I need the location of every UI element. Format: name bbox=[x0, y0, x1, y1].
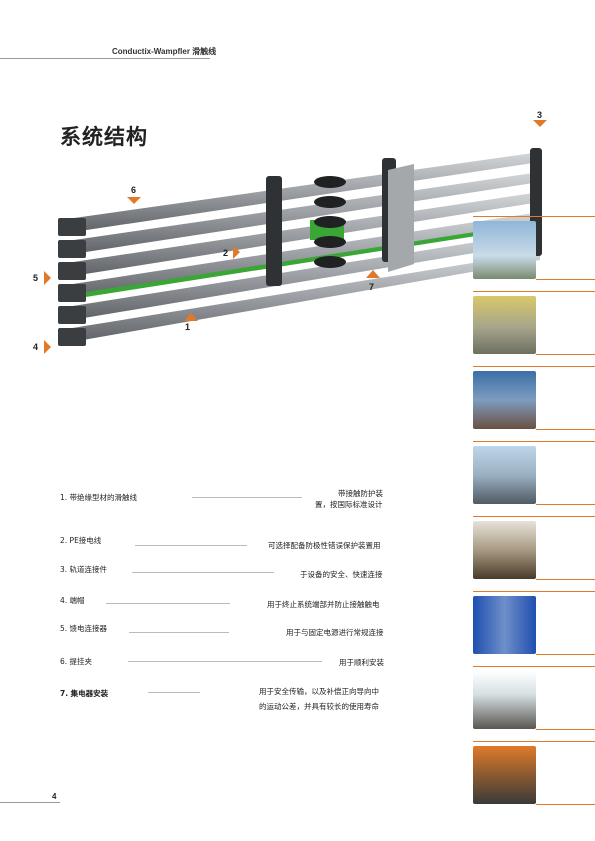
photo-orange-gantry bbox=[470, 741, 595, 811]
photo-monorail bbox=[470, 441, 595, 511]
legend-desc: 用于终止系统端部并防止接触触电 bbox=[267, 600, 380, 609]
legend-label: 4. 端帽 bbox=[60, 596, 85, 605]
current-collectors bbox=[314, 176, 346, 268]
legend-desc: 带接触防护装 bbox=[338, 489, 383, 498]
leader-line bbox=[148, 692, 200, 693]
legend-desc: 置，按国际标准设计 bbox=[315, 500, 383, 509]
footer-rule bbox=[0, 802, 60, 803]
photo-building-crane bbox=[470, 666, 595, 736]
legend-desc: 用于安全传输，以及补偿正向导向中 bbox=[259, 687, 379, 696]
legend-label: 3. 轨道连接件 bbox=[60, 565, 108, 574]
marker-3: 3 bbox=[537, 110, 543, 120]
marker-4: 4 bbox=[33, 342, 39, 352]
conductor-rail-illustration bbox=[44, 120, 547, 354]
photo-machine-yard bbox=[470, 516, 595, 586]
leader-line bbox=[106, 603, 230, 604]
page-number: 4 bbox=[52, 792, 57, 801]
legend-label: 2. PE接电线 bbox=[60, 536, 102, 545]
leader-line bbox=[129, 632, 229, 633]
photo-warehouse-racks bbox=[470, 591, 595, 661]
leader-line bbox=[128, 661, 322, 662]
photo-factory-cranes bbox=[470, 291, 595, 361]
photo-ferris-wheel bbox=[470, 216, 595, 286]
leader-line bbox=[135, 545, 247, 546]
marker-5-arrow bbox=[44, 271, 51, 285]
leader-line bbox=[132, 572, 274, 573]
marker-5: 5 bbox=[33, 273, 39, 283]
photo-port-crane bbox=[470, 366, 595, 436]
rail-bars bbox=[60, 152, 540, 344]
leader-line bbox=[192, 497, 302, 498]
legend-desc: 用于顺利安装 bbox=[339, 658, 384, 667]
pe-line bbox=[60, 222, 540, 301]
marker-3-arrow bbox=[533, 120, 547, 127]
marker-2-arrow bbox=[233, 246, 240, 259]
legend-desc: 可选择配备防极性错误保护装置用 bbox=[268, 541, 381, 550]
header-brand: Conductix-Wampfler 滑触线 bbox=[112, 47, 217, 56]
collector-mounting-plate bbox=[388, 164, 414, 272]
legend-label: 7. 集电器安装 bbox=[60, 689, 109, 698]
marker-6: 6 bbox=[131, 185, 137, 195]
legend-label: 6. 提挂夹 bbox=[60, 657, 93, 666]
page-title: 系统结构 bbox=[60, 125, 148, 149]
legend-desc: 的运动公差，并具有较长的使用寿命 bbox=[259, 702, 379, 711]
legend-label: 1. 带绝缘型材的滑触线 bbox=[60, 493, 138, 502]
legend-label: 5. 馈电连接器 bbox=[60, 624, 108, 633]
marker-6-arrow bbox=[127, 197, 141, 204]
marker-1: 1 bbox=[185, 322, 191, 332]
marker-7-arrow bbox=[366, 270, 380, 278]
marker-1-arrow bbox=[184, 313, 198, 321]
marker-arrows bbox=[44, 120, 547, 354]
header-rule bbox=[0, 58, 210, 59]
marker-4-arrow bbox=[44, 340, 51, 354]
legend-desc: 用于与固定电源进行常规连接 bbox=[286, 628, 384, 637]
marker-2: 2 bbox=[223, 248, 229, 258]
legend-desc: 于设备的安全、快速连接 bbox=[300, 570, 383, 579]
marker-7: 7 bbox=[369, 282, 375, 292]
end-caps bbox=[58, 218, 86, 346]
